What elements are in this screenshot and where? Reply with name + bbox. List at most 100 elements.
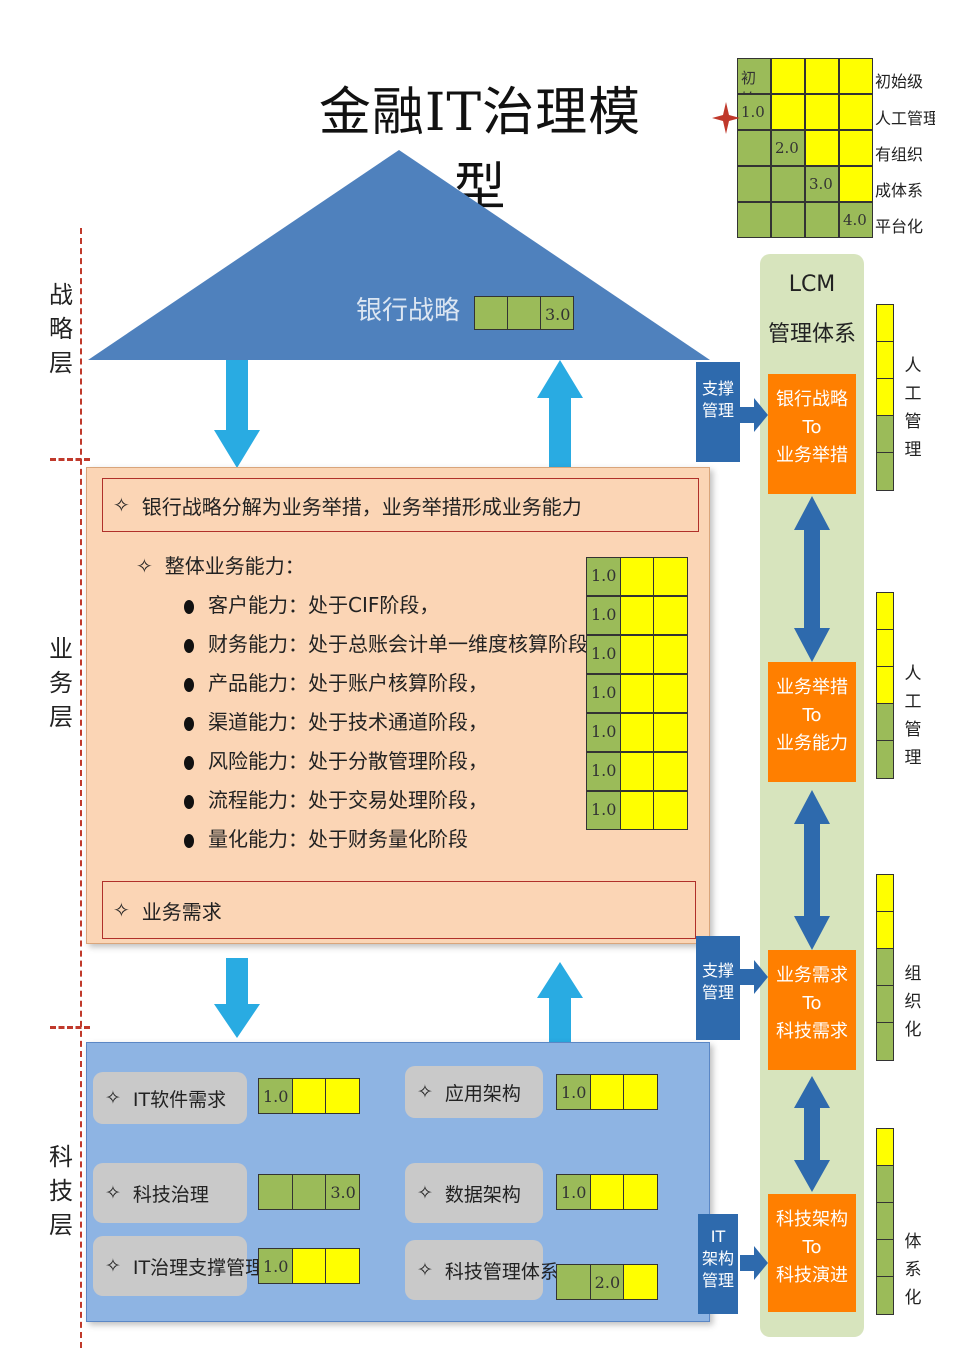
- level-value: 1.0: [591, 683, 617, 702]
- diamond-bullet-icon: ✧: [113, 493, 130, 517]
- capability-item: 产品能力：处于账户核算阶段，: [184, 667, 488, 696]
- page-title: 金融IT治理模型: [318, 83, 642, 218]
- tech-item: ✧IT软件需求: [93, 1072, 247, 1124]
- matrix-cell: [839, 166, 873, 202]
- capability-item: 流程能力：处于交易处理阶段，: [184, 784, 488, 813]
- level-bar: 1.0: [586, 596, 688, 635]
- level-value: 3.0: [330, 1183, 356, 1202]
- right-arrow-icon: [740, 960, 768, 994]
- level-bar: 1.0: [586, 713, 688, 752]
- up-arrow-icon: [537, 962, 583, 1044]
- matrix-cell: [839, 94, 873, 130]
- right-arrow-icon: [740, 1246, 768, 1280]
- maturity-level-label: 成体系: [875, 181, 924, 200]
- double-arrow-icon: [794, 790, 830, 950]
- matrix-cell: [737, 202, 771, 238]
- level-bar: 2.0: [556, 1264, 658, 1300]
- layer-divider: [50, 458, 90, 461]
- matrix-cell: [805, 94, 839, 130]
- matrix-cell: [771, 166, 805, 202]
- level-bar: 1.0: [556, 1174, 658, 1210]
- support-management-box: 支撑管理: [696, 936, 740, 1040]
- level-bar: 1.0: [258, 1248, 360, 1284]
- level-bar: 3.0: [258, 1174, 360, 1210]
- level-value: 1.0: [591, 644, 617, 663]
- diamond-bullet-icon: ✧: [113, 898, 130, 922]
- matrix-cell: [839, 58, 873, 94]
- level-value: 2.0: [594, 1273, 621, 1292]
- diamond-bullet-icon: ✧: [105, 1182, 121, 1204]
- business-layer-label: 业务层: [49, 635, 73, 731]
- level-bar: 1.0: [586, 557, 688, 596]
- matrix-level-value: 2.0: [775, 139, 799, 157]
- right-arrow-icon: [740, 398, 768, 432]
- business-requirement-box: ✧业务需求: [102, 881, 696, 939]
- diamond-bullet-icon: ✧: [417, 1259, 433, 1281]
- tech-item: ✧应用架构: [405, 1066, 543, 1118]
- bullet-dot-icon: [184, 716, 194, 731]
- matrix-level-value: 1.0: [741, 103, 765, 121]
- capability-item: 财务能力：处于总账会计单一维度核算阶段，: [184, 628, 608, 657]
- overall-capability-heading: ✧整体业务能力：: [136, 554, 305, 578]
- star-marker-icon: [712, 102, 740, 134]
- tech-item: ✧数据架构: [405, 1163, 543, 1223]
- bullet-dot-icon: [184, 638, 194, 653]
- strategy-label: 银行战略: [356, 296, 461, 326]
- diamond-bullet-icon: ✧: [105, 1255, 121, 1277]
- level-bar: 1.0: [586, 752, 688, 791]
- matrix-cell: [771, 202, 805, 238]
- diamond-bullet-icon: ✧: [417, 1081, 433, 1103]
- level-bar: 1.0: [586, 635, 688, 674]
- level-bar: 1.0: [258, 1078, 360, 1114]
- side-level-label: 组织化: [904, 964, 922, 1040]
- matrix-cell: 初始: [737, 58, 771, 108]
- side-level-label: 人工管理: [904, 664, 922, 768]
- strategy-roof: [88, 150, 710, 360]
- bullet-dot-icon: [184, 677, 194, 692]
- diamond-bullet-icon: ✧: [105, 1087, 121, 1109]
- matrix-cell: [771, 58, 805, 94]
- level-bar: 1.0: [586, 791, 688, 830]
- matrix-level-value: 3.0: [809, 175, 833, 193]
- strategy-level-bar: 3.0: [474, 296, 574, 330]
- bullet-dot-icon: [184, 833, 194, 848]
- lcm-title: LCM: [788, 272, 836, 297]
- maturity-level-label: 平台化: [875, 217, 924, 236]
- matrix-cell: [737, 130, 771, 166]
- lcm-subtitle: 管理体系: [767, 322, 856, 347]
- decompose-text: 银行战略分解为业务举措，业务举措形成业务能力: [141, 494, 582, 519]
- double-arrow-icon: [794, 496, 830, 662]
- matrix-cell: [737, 166, 771, 202]
- diamond-bullet-icon: ✧: [136, 554, 153, 578]
- strategy-layer-label: 战略层: [49, 281, 73, 377]
- matrix-cell: [771, 94, 805, 130]
- double-arrow-icon: [794, 1076, 830, 1192]
- matrix-cell: [805, 130, 839, 166]
- level-bar: 1.0: [556, 1074, 658, 1110]
- side-level-label: 人工管理: [904, 356, 922, 460]
- level-value: 1.0: [561, 1183, 587, 1202]
- up-arrow-icon: [537, 360, 583, 468]
- level-value: 1.0: [591, 761, 617, 780]
- side-level-bar: [876, 592, 894, 779]
- matrix-cell: [839, 130, 873, 166]
- tech-item: ✧IT治理支撑管理: [93, 1236, 264, 1296]
- diamond-bullet-icon: ✧: [417, 1182, 433, 1204]
- capability-item: 渠道能力：处于技术通道阶段，: [184, 706, 488, 735]
- level-value: 1.0: [263, 1257, 289, 1276]
- matrix-cell: [805, 58, 839, 94]
- level-value: 1.0: [591, 722, 617, 741]
- bullet-dot-icon: [184, 794, 194, 809]
- layer-divider-line: [80, 228, 82, 1348]
- matrix-cell: 4.0: [839, 202, 873, 238]
- side-level-bar: [876, 874, 894, 1061]
- level-value: 1.0: [591, 800, 617, 819]
- matrix-level-value: 4.0: [843, 211, 867, 229]
- tech-item: ✧科技治理: [93, 1163, 247, 1223]
- level-value: 3.0: [545, 305, 571, 324]
- side-level-bar: [876, 304, 894, 491]
- maturity-level-label: 人工管理: [875, 109, 935, 128]
